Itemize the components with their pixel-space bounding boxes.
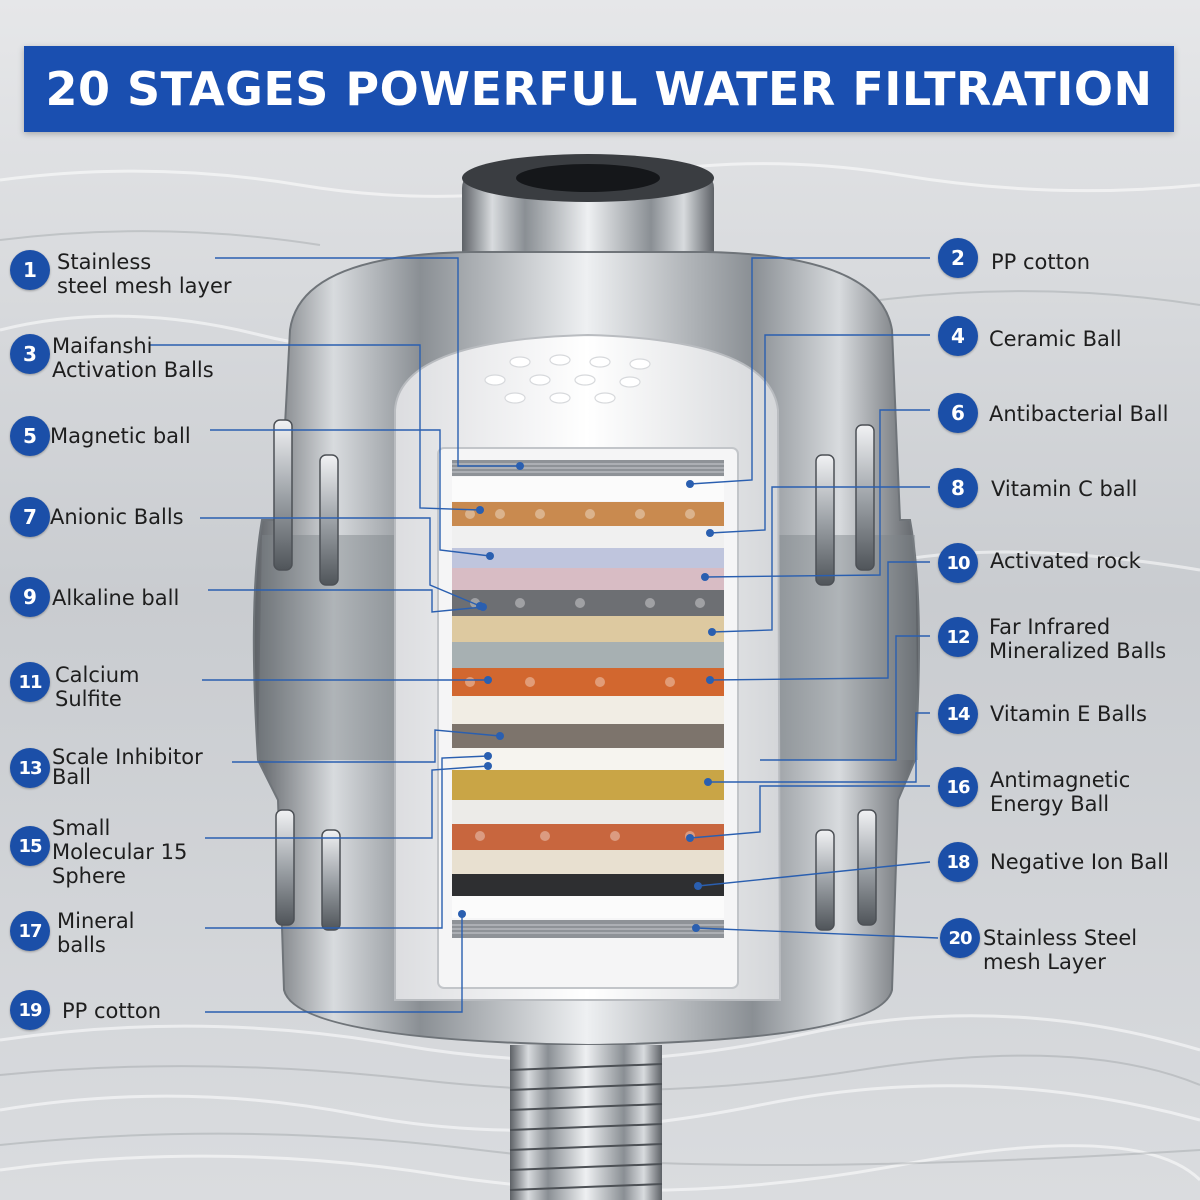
badge-2: 2 [938, 238, 978, 278]
badge-16: 16 [938, 767, 978, 807]
label-stage-16: Antimagnetic Energy Ball [990, 768, 1131, 816]
badge-11: 11 [10, 662, 50, 702]
badge-4: 4 [938, 316, 978, 356]
label-stage-9: Alkaline ball [52, 586, 180, 610]
label-stage-17: Mineral balls [57, 909, 135, 957]
label-stage-2: PP cotton [991, 250, 1091, 274]
stage-19-pp-cotton [452, 896, 724, 918]
badge-17: 17 [10, 911, 50, 951]
label-stage-18: Negative Ion Ball [990, 850, 1169, 874]
badge-12: 12 [938, 617, 978, 657]
badge-15: 15 [10, 826, 50, 866]
badge-19: 19 [10, 990, 50, 1030]
label-stage-7: Anionic Balls [50, 505, 184, 529]
badge-8: 8 [938, 468, 978, 508]
badge-5: 5 [10, 416, 50, 456]
badge-7: 7 [10, 497, 50, 537]
label-stage-4: Ceramic Ball [989, 327, 1122, 351]
media-layers [452, 502, 724, 896]
badge-3: 3 [10, 334, 50, 374]
label-stage-20: Stainless Steel mesh Layer [983, 926, 1138, 974]
label-stage-10: Activated rock [990, 549, 1141, 573]
badge-6: 6 [938, 393, 978, 433]
badge-14: 14 [938, 694, 978, 734]
leader-lines [150, 257, 939, 1013]
badge-9: 9 [10, 577, 50, 617]
stage-2-pp-cotton [452, 477, 724, 501]
bottom-connector [510, 1045, 662, 1200]
label-stage-14: Vitamin E Balls [990, 702, 1147, 726]
label-stage-11: Calcium Sulfite [55, 663, 140, 711]
label-stage-1: Stainless steel mesh layer [57, 250, 232, 298]
badge-18: 18 [938, 842, 978, 882]
label-stage-12: Far Infrared Mineralized Balls [989, 615, 1167, 663]
badge-13: 13 [10, 748, 50, 788]
badge-1: 1 [10, 250, 50, 290]
cap-holes [484, 354, 651, 404]
label-stage-5: Magnetic ball [50, 424, 191, 448]
label-stage-15: Small Molecular 15 Sphere [52, 816, 188, 888]
label-stage-13: Scale Inhibitor Ball [52, 745, 203, 789]
label-stage-6: Antibacterial Ball [989, 402, 1169, 426]
label-stage-19: PP cotton [62, 999, 162, 1023]
label-stage-3: Maifanshi Activation Balls [52, 334, 214, 382]
page-title: 20 STAGES POWERFUL WATER FILTRATION [45, 62, 1153, 116]
badge-10: 10 [938, 543, 978, 583]
title-banner: 20 STAGES POWERFUL WATER FILTRATION [24, 46, 1174, 132]
label-stage-8: Vitamin C ball [991, 477, 1138, 501]
badge-20: 20 [940, 918, 980, 958]
housing-fins [273, 419, 877, 931]
